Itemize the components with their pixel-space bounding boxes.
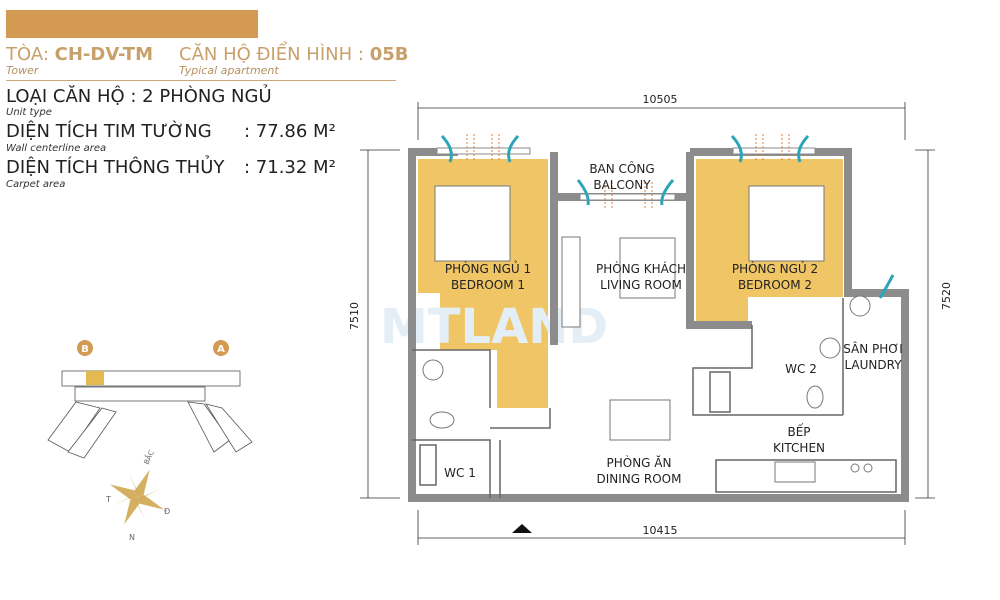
dimension-left: 7510 <box>348 302 361 330</box>
laundry-label-en: LAUNDRY <box>844 358 902 372</box>
carpet-area-label: DIỆN TÍCH THÔNG THỦY <box>6 157 225 178</box>
dimension-lines <box>360 102 935 545</box>
dining-label-vi: PHÒNG ĂN <box>607 455 672 470</box>
kitchen-label-vi: BẾP <box>787 423 810 439</box>
typical-en: Typical apartment <box>179 64 279 77</box>
carpet-area-en: Carpet area <box>6 179 66 190</box>
carpet-area-value: : 71.32 M² <box>244 157 336 178</box>
compass-east: Đ <box>164 507 170 516</box>
wing-b-badge: B <box>81 344 89 355</box>
unit-type: LOẠI CĂN HỘ : 2 PHÒNG NGỦ <box>6 86 272 107</box>
living-label-en: LIVING ROOM <box>600 278 682 292</box>
kitchen-label-en: KITCHEN <box>773 441 825 455</box>
bedroom1-label-vi: PHÒNG NGỦ 1 <box>445 260 531 276</box>
balcony-label-vi: BAN CÔNG <box>589 161 654 176</box>
tower-en: Tower <box>6 64 39 77</box>
tower-label: TÒA: <box>6 44 49 65</box>
balcony-label-en: BALCONY <box>593 178 651 192</box>
header-divider <box>6 80 396 81</box>
wall-area-en: Wall centerline area <box>6 143 107 154</box>
compass-south: N <box>129 533 135 542</box>
typical-label: CĂN HỘ ĐIỂN HÌNH : <box>179 44 364 65</box>
bedroom2-label-vi: PHÒNG NGỦ 2 <box>732 260 818 276</box>
key-plan: B A <box>47 340 253 459</box>
airflow-arrows <box>440 134 895 299</box>
bedroom1-label-en: BEDROOM 1 <box>451 278 525 292</box>
windows <box>436 147 816 201</box>
entrance-marker-icon <box>512 524 532 533</box>
compass-west: T <box>105 495 111 504</box>
wall-area-value: : 77.86 M² <box>244 121 336 142</box>
unit-highlight <box>86 371 104 385</box>
dining-label-en: DINING ROOM <box>597 472 682 486</box>
dimension-bottom: 10415 <box>643 524 678 537</box>
wc1-label: WC 1 <box>444 466 476 480</box>
tower-value: CH-DV-TM <box>54 44 153 65</box>
compass-north: BẮC <box>141 448 156 465</box>
tower-heading: TÒA: CH-DV-TM <box>6 44 153 65</box>
light-arrows <box>466 134 790 210</box>
typical-value: 05B <box>369 44 409 65</box>
unit-type-en: Unit type <box>6 107 52 118</box>
wall-area-label: DIỆN TÍCH TIM TƯỜNG <box>6 121 212 142</box>
wing-a-badge: A <box>217 344 225 355</box>
dimension-top: 10505 <box>643 93 678 106</box>
furniture <box>422 185 873 483</box>
typical-heading: CĂN HỘ ĐIỂN HÌNH : 05B <box>179 44 408 65</box>
bedroom2-label-en: BEDROOM 2 <box>738 278 812 292</box>
header-color-bar <box>6 10 258 38</box>
laundry-label-vi: SÂN PHƠI <box>843 341 903 356</box>
interior-partitions <box>412 298 897 498</box>
dimension-right: 7520 <box>940 282 953 310</box>
room-labels: BAN CÔNG BALCONY PHÒNG NGỦ 1 BEDROOM 1 P… <box>444 161 903 486</box>
living-label-vi: PHÒNG KHÁCH <box>596 261 686 276</box>
wc2-label: WC 2 <box>785 362 817 376</box>
